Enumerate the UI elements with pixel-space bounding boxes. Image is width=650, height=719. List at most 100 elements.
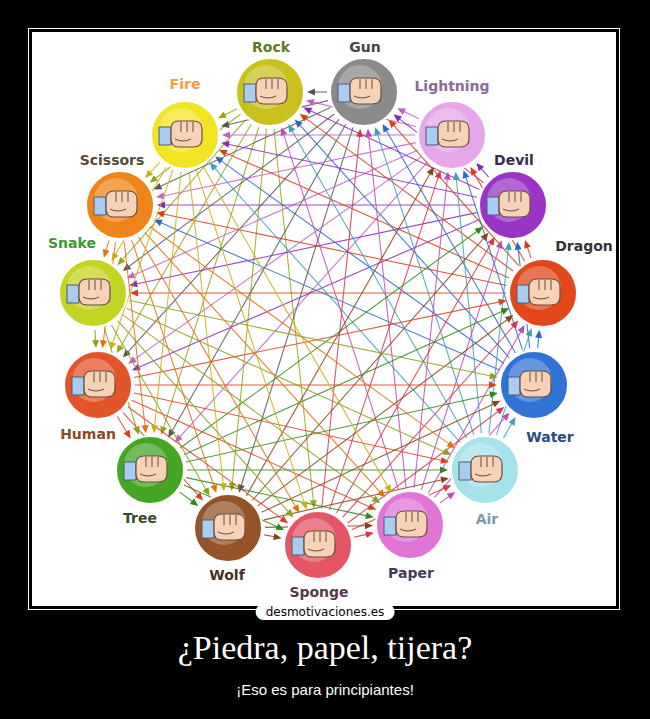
- beats-arrow: [222, 132, 415, 139]
- gesture-icon: [192, 492, 264, 564]
- circle-fill: [236, 58, 304, 126]
- connector-line: [160, 108, 330, 187]
- arrowhead: [133, 426, 140, 435]
- sleeve: [159, 127, 171, 145]
- beats-arrow: [160, 127, 259, 434]
- arrowhead: [281, 127, 288, 136]
- gesture-circle: Human: [62, 349, 134, 421]
- arrowhead: [508, 417, 515, 426]
- arrowhead: [306, 99, 315, 106]
- beats-arrow: [476, 163, 488, 177]
- arrowhead: [365, 531, 374, 538]
- arrowhead: [440, 457, 449, 464]
- arrowhead: [365, 129, 372, 137]
- hand: [256, 78, 287, 104]
- gesture-label: Devil: [492, 152, 536, 168]
- beats-arrow: [180, 492, 199, 506]
- circle-fill: [59, 259, 127, 327]
- beats-arrow: [129, 301, 498, 380]
- arrowhead: [151, 425, 158, 433]
- beats-arrow: [189, 172, 227, 491]
- circle-shine: [426, 108, 470, 152]
- poster-title: ¿Piedra, papel, tijera?: [0, 628, 650, 668]
- arrowhead: [365, 522, 373, 529]
- arrowhead: [220, 483, 227, 491]
- arrowhead: [393, 114, 401, 122]
- gesture-icon: [84, 169, 156, 241]
- arrowhead: [273, 533, 282, 540]
- hand-lines: [308, 532, 326, 551]
- connector-line: [189, 172, 223, 484]
- hand-lines: [400, 512, 418, 531]
- hand: [171, 121, 202, 147]
- gesture-icon: [449, 434, 521, 506]
- watermark: desmotivaciones.es: [256, 604, 395, 620]
- arrowhead: [145, 170, 153, 178]
- beats-arrow: [503, 417, 515, 438]
- circle-fill: [194, 494, 262, 562]
- arrowhead: [535, 330, 542, 338]
- gesture-circle: Paper: [374, 489, 446, 561]
- arrowhead: [453, 172, 460, 180]
- circle-shine: [244, 65, 288, 109]
- gesture-label: Paper: [386, 565, 436, 581]
- arrowhead: [510, 321, 518, 329]
- beats-arrow: [151, 172, 181, 433]
- arrowhead: [470, 167, 477, 176]
- connector-line: [106, 240, 109, 251]
- arrowhead: [203, 487, 210, 496]
- beats-arrow: [264, 533, 281, 540]
- connector-line: [186, 395, 491, 462]
- arrowhead: [476, 163, 484, 171]
- arrowhead: [489, 382, 497, 389]
- arrowhead: [377, 489, 385, 497]
- hand-lines: [140, 457, 158, 476]
- gesture-icon: [477, 169, 549, 241]
- beats-arrow: [329, 170, 441, 510]
- beats-arrow: [154, 220, 500, 371]
- circle-fill: [509, 259, 577, 327]
- hand: [106, 191, 137, 217]
- arrowhead: [488, 237, 495, 246]
- connector-line: [527, 247, 531, 258]
- connector-line: [117, 417, 127, 433]
- circle-shine: [202, 501, 246, 545]
- gesture-circle: Lightning: [416, 99, 488, 171]
- arrowhead: [397, 108, 406, 115]
- connector-line: [135, 384, 490, 385]
- circle-shine: [508, 358, 552, 402]
- hand-lines: [110, 192, 128, 211]
- arrowhead: [518, 325, 525, 334]
- connector-line: [184, 311, 503, 455]
- sleeve: [384, 517, 396, 535]
- connector-line: [203, 167, 388, 487]
- gesture-icon: [234, 56, 306, 128]
- beats-arrow: [168, 124, 346, 438]
- hand-lines: [503, 192, 521, 211]
- sleeve: [124, 462, 136, 480]
- beats-arrow: [187, 467, 448, 474]
- arrowhead: [427, 167, 434, 176]
- beats-arrow: [524, 240, 531, 258]
- connector-line: [369, 136, 406, 488]
- gesture-label: Water: [524, 429, 575, 445]
- connector-line: [136, 213, 477, 284]
- hand-lines: [260, 79, 278, 98]
- arrowhead: [100, 340, 107, 348]
- beats-arrow: [124, 242, 148, 433]
- beats-arrow: [111, 325, 209, 496]
- arrowhead: [109, 341, 116, 350]
- arrowhead: [389, 120, 397, 128]
- connector-line: [150, 162, 160, 173]
- hand: [79, 279, 110, 305]
- connector-line: [163, 127, 258, 428]
- circle-fill: [86, 171, 154, 239]
- sleeve: [517, 285, 529, 303]
- sleeve: [487, 197, 499, 215]
- arrowhead: [374, 127, 381, 136]
- hand: [350, 78, 381, 104]
- hand-lines: [175, 122, 193, 141]
- gesture-icon: [507, 257, 579, 329]
- gesture-circle: Tree: [114, 434, 186, 506]
